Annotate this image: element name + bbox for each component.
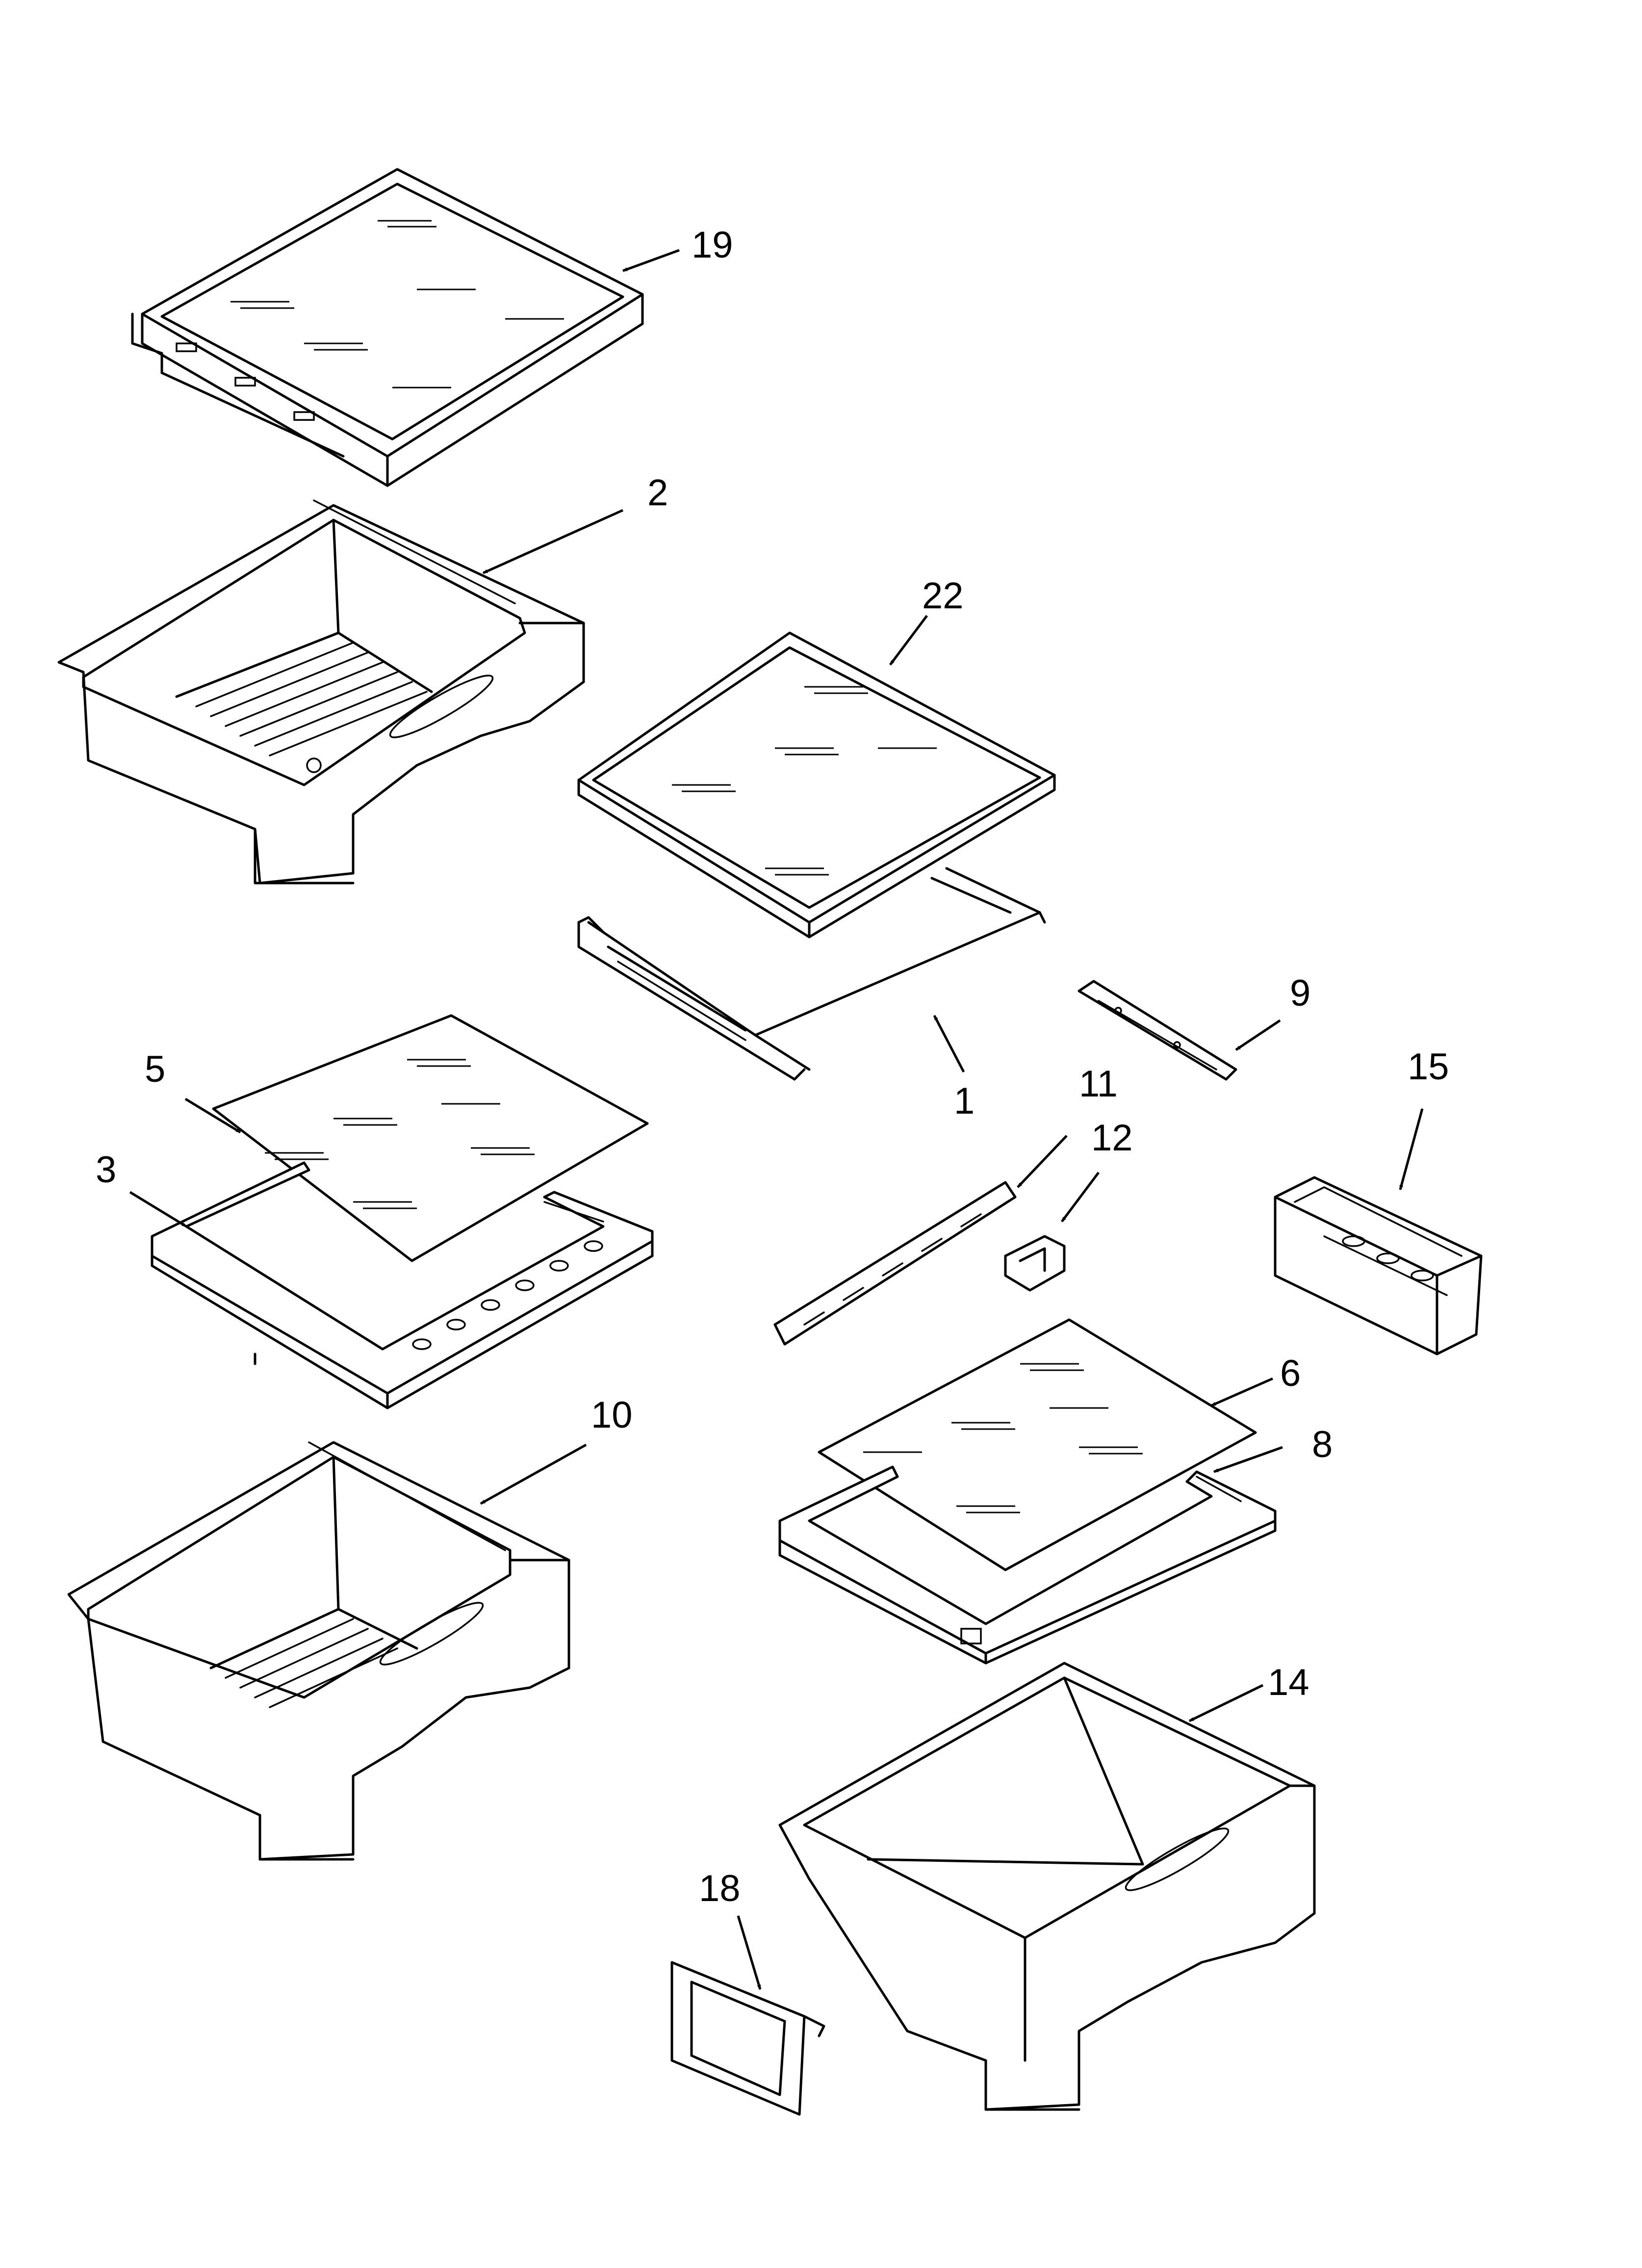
part-6-glass-panel	[818, 1318, 1257, 1571]
label-3: 3	[96, 1149, 116, 1191]
part-number-labels: 19 2 22 9 1 11 12 15 5 3 6 8 10 14 18	[96, 224, 1449, 1909]
label-1: 1	[954, 1080, 975, 1122]
label-11: 11	[1079, 1063, 1118, 1105]
label-9: 9	[1290, 972, 1310, 1014]
label-18: 18	[699, 1868, 741, 1909]
part-15-door-bin	[1274, 1176, 1483, 1356]
label-22: 22	[922, 575, 964, 617]
label-19: 19	[692, 224, 733, 266]
label-8: 8	[1312, 1424, 1333, 1465]
label-5: 5	[145, 1048, 165, 1090]
label-14: 14	[1268, 1662, 1309, 1703]
part-5-glass-panel	[212, 1014, 649, 1262]
label-12: 12	[1091, 1117, 1133, 1159]
part-1-shelf-frame	[577, 867, 1046, 1081]
part-10-crisper-drawer	[67, 1441, 570, 1861]
part-3-crisper-cover	[151, 1161, 654, 1409]
part-19-glass-shelf	[131, 168, 644, 487]
part-12-clip	[1004, 1235, 1066, 1292]
leader-lines	[129, 249, 1424, 1990]
part-11-rail	[773, 1181, 1017, 1346]
label-2: 2	[647, 472, 668, 514]
label-10: 10	[591, 1394, 633, 1436]
part-18-label-tag	[670, 1961, 825, 2116]
part-8-crisper-cover	[778, 1465, 1277, 1665]
part-14-crisper-drawer	[778, 1662, 1316, 2111]
label-6: 6	[1280, 1353, 1301, 1394]
part-9-rail	[1078, 980, 1237, 1081]
label-15: 15	[1408, 1046, 1449, 1088]
part-2-crisper-drawer	[57, 499, 585, 885]
part-22-glass-shelf	[577, 631, 1056, 938]
